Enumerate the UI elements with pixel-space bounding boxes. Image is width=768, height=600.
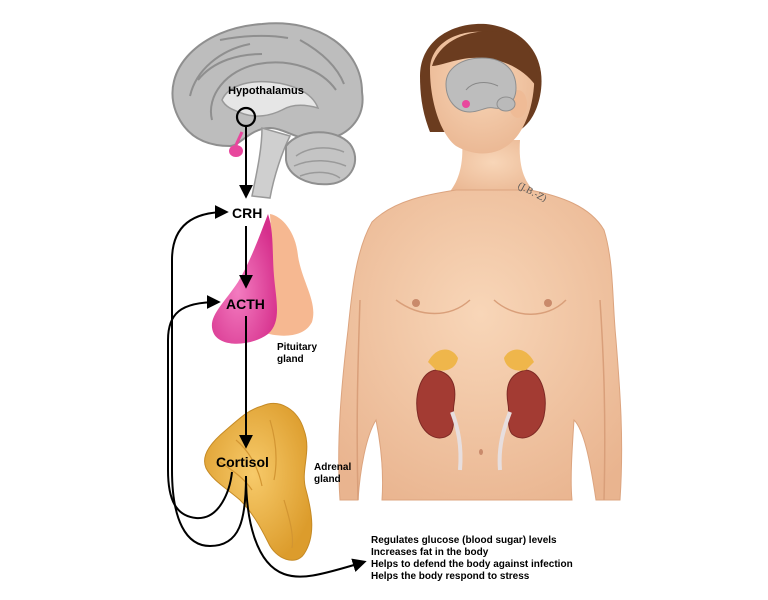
- pituitary-label-line2: gland: [277, 354, 304, 365]
- acth-label: ACTH: [226, 296, 265, 312]
- effect-item: Increases fat in the body: [371, 547, 489, 558]
- pituitary-gland-illustration: [211, 214, 314, 344]
- human-body-illustration: [338, 23, 623, 501]
- effect-item: Helps to defend the body against infecti…: [371, 559, 573, 570]
- effect-item: Helps the body respond to stress: [371, 571, 530, 582]
- pituitary-label-line1: Pituitary: [277, 342, 318, 353]
- adrenal-label-line1: Adrenal: [314, 462, 352, 473]
- cortisol-label: Cortisol: [216, 454, 269, 470]
- effect-item: Regulates glucose (blood sugar) levels: [371, 535, 557, 546]
- adrenal-label-line2: gland: [314, 474, 341, 485]
- cortisol-feedback-to-acth-arrow: [167, 295, 233, 520]
- adrenal-gland-label: Adrenal gland: [314, 462, 351, 486]
- pituitary-gland-label: Pituitary gland: [277, 342, 317, 366]
- brain-illustration: [171, 22, 364, 199]
- adrenal-gland-illustration: [204, 403, 313, 561]
- cortisol-feedback-to-crh-arrow: [171, 205, 247, 548]
- hypothalamus-label: Hypothalamus: [228, 85, 304, 97]
- crh-label: CRH: [232, 205, 263, 221]
- cortisol-to-effects-arrow: [245, 475, 367, 578]
- feedback-arrows: [167, 126, 367, 578]
- cortisol-effects-list: Regulates glucose (blood sugar) levels I…: [371, 535, 573, 583]
